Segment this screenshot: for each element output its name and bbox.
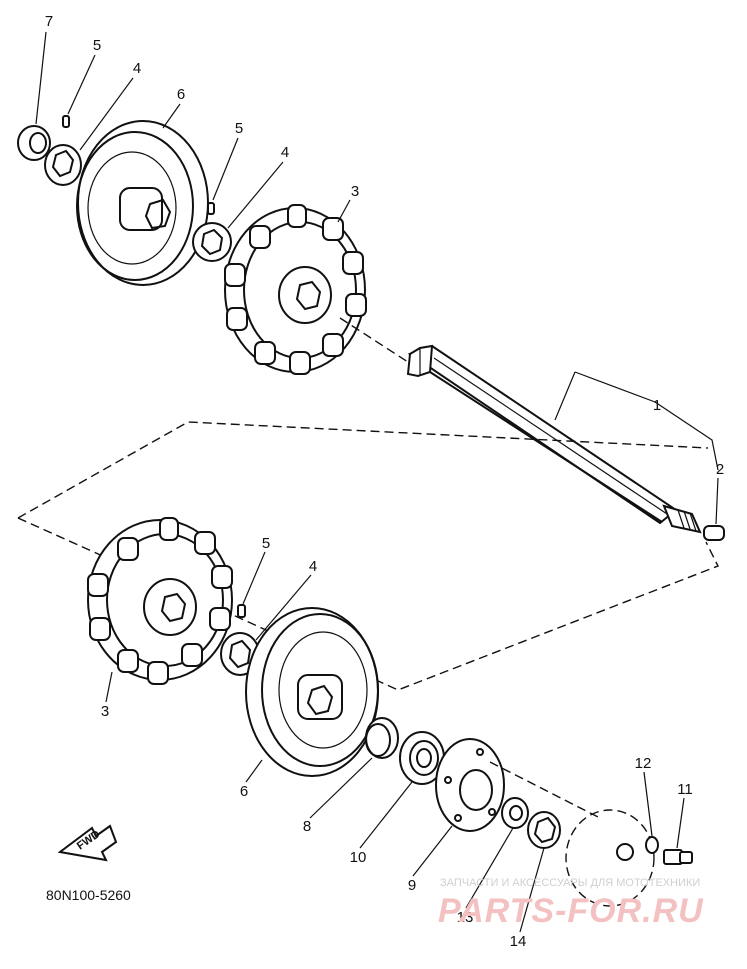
callout-4-upper-left: 4 bbox=[133, 60, 141, 77]
callout-8: 8 bbox=[303, 818, 311, 835]
callout-4-lower: 4 bbox=[309, 558, 317, 575]
part-2-end-pin bbox=[703, 525, 725, 541]
part-12-washer bbox=[645, 836, 659, 854]
callout-3-upper: 3 bbox=[351, 183, 359, 200]
watermark-tagline: ЗАПЧАСТИ И АКСЕССУАРЫ ДЛЯ МОТОТЕХНИКИ bbox=[440, 877, 700, 889]
callout-12: 12 bbox=[635, 755, 652, 772]
part-13-washer bbox=[501, 797, 529, 829]
callout-13: 13 bbox=[457, 909, 474, 926]
part-5-pin-upper-left bbox=[62, 115, 70, 128]
diagram-part-code: 80N100-5260 bbox=[46, 887, 131, 903]
part-5-pin-lower bbox=[237, 604, 246, 618]
callout-6-lower: 6 bbox=[240, 783, 248, 800]
callout-labels: 7 5 4 6 5 4 3 1 2 5 4 3 6 8 10 9 12 11 1… bbox=[45, 13, 724, 950]
callout-2: 2 bbox=[716, 461, 724, 478]
part-1-drive-shaft bbox=[339, 317, 702, 534]
part-4-hex-bushing-upper-left bbox=[44, 144, 82, 186]
part-3-sprocket-lower bbox=[87, 517, 233, 685]
callout-5-upper-left: 5 bbox=[93, 37, 101, 54]
callout-11: 11 bbox=[677, 781, 693, 798]
callout-9: 9 bbox=[408, 877, 416, 894]
part-5-pin-upper-mid bbox=[207, 202, 215, 215]
callout-5-upper-mid: 5 bbox=[235, 120, 243, 137]
callout-6-upper: 6 bbox=[177, 86, 185, 103]
part-8-spacer bbox=[365, 717, 399, 759]
part-14-nut bbox=[527, 811, 561, 849]
part-4-hex-bushing-upper-mid bbox=[192, 222, 232, 262]
part-10-bearing bbox=[399, 731, 445, 785]
callout-10: 10 bbox=[350, 849, 367, 866]
part-11-bolt bbox=[663, 849, 693, 865]
callout-1: 1 bbox=[653, 397, 661, 414]
part-9-retainer-plate bbox=[435, 738, 505, 832]
part-7-collar bbox=[17, 125, 51, 161]
watermark: ЗАПЧАСТИ И АКСЕССУАРЫ ДЛЯ МОТОТЕХНИКИ PA… bbox=[438, 877, 704, 930]
callout-4-upper-mid: 4 bbox=[281, 144, 289, 161]
callout-5-lower: 5 bbox=[262, 535, 270, 552]
callout-3-lower: 3 bbox=[101, 703, 109, 720]
part-6-idler-wheel-lower bbox=[245, 607, 379, 777]
end-housing-dashed bbox=[489, 761, 655, 907]
watermark-site: PARTS-FOR.RU bbox=[438, 892, 704, 930]
forward-direction-marker: FWD bbox=[57, 824, 118, 862]
callout-7-upper: 7 bbox=[45, 13, 53, 30]
callout-14: 14 bbox=[510, 933, 527, 950]
leader-lines bbox=[35, 31, 719, 933]
part-3-sprocket-upper bbox=[224, 204, 367, 375]
part-6-idler-wheel-upper bbox=[76, 120, 209, 286]
